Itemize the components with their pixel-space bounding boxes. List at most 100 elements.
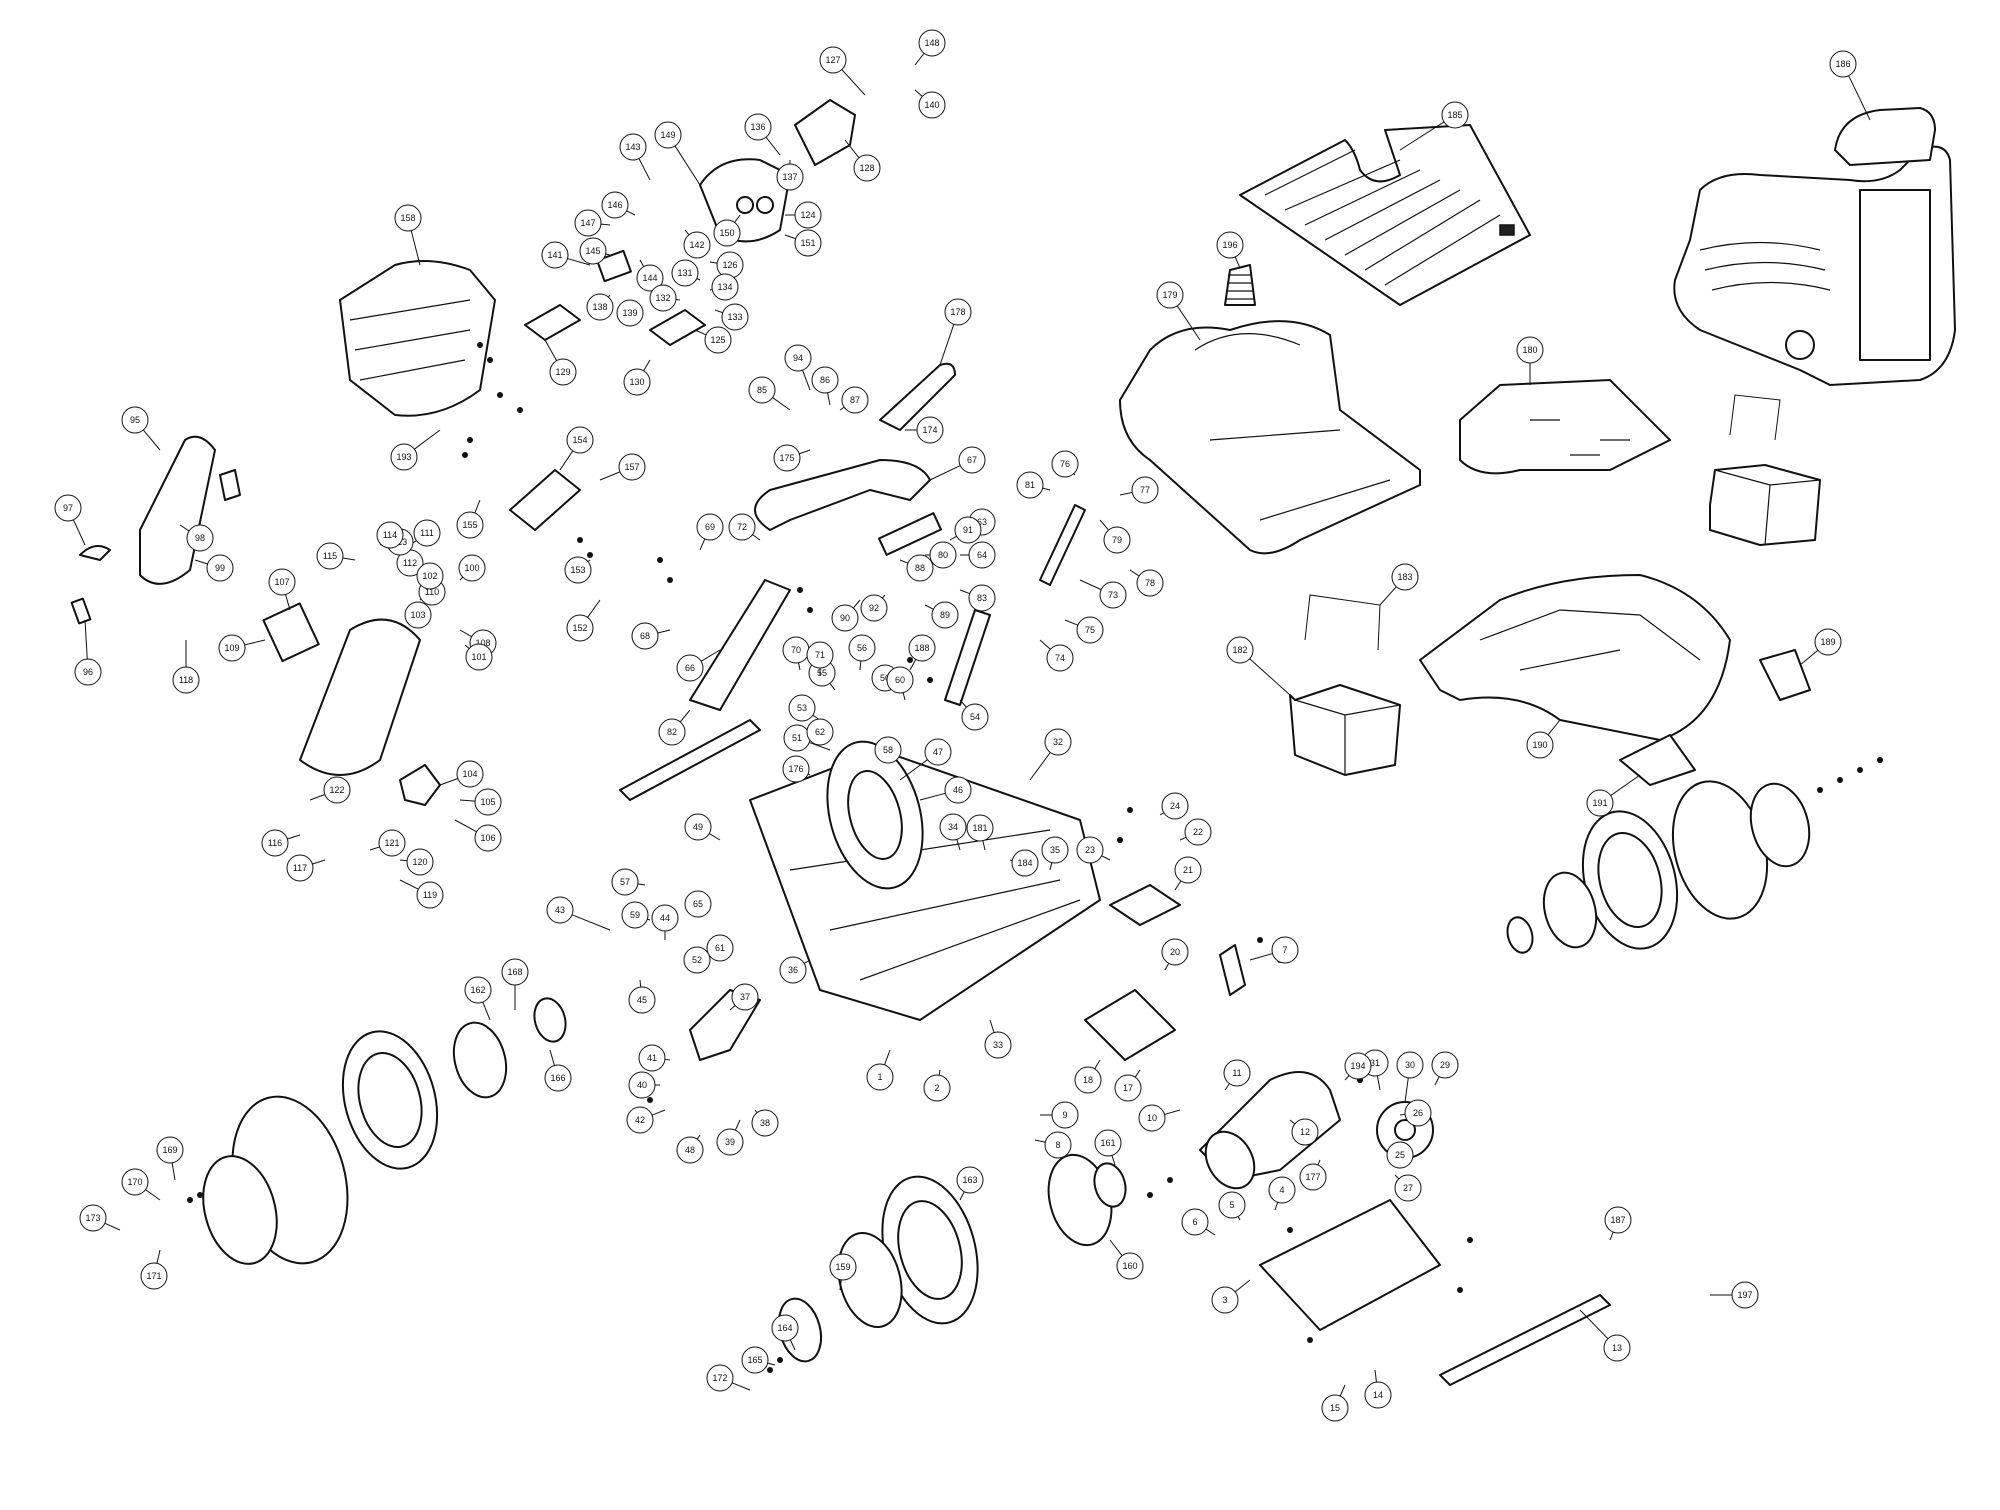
callout-39: 39 bbox=[716, 1119, 744, 1156]
callout-leader bbox=[765, 136, 781, 156]
callout-number: 117 bbox=[293, 863, 307, 873]
callout-leader bbox=[1174, 880, 1182, 891]
callout-leader bbox=[844, 139, 860, 159]
callout-circle bbox=[601, 191, 629, 219]
callout-circle bbox=[1516, 336, 1544, 364]
callout-circle bbox=[390, 443, 418, 471]
callout-circle bbox=[1441, 101, 1469, 129]
callout-leader bbox=[1111, 1155, 1116, 1166]
callout-leader bbox=[772, 397, 791, 411]
callout-number: 57 bbox=[620, 877, 630, 887]
callout-number: 124 bbox=[800, 210, 815, 220]
callout-leader bbox=[1547, 719, 1561, 736]
callout-number: 23 bbox=[1085, 845, 1095, 855]
callout-83: 83 bbox=[959, 584, 996, 612]
callout-122: 122 bbox=[309, 776, 351, 804]
callout-65: 65 bbox=[684, 890, 712, 918]
callout-circle bbox=[956, 1166, 984, 1194]
callout-number: 129 bbox=[555, 367, 570, 377]
callout-147: 147 bbox=[574, 209, 611, 237]
callout-number: 134 bbox=[717, 282, 732, 292]
callout-leader bbox=[949, 535, 957, 541]
callout-157: 157 bbox=[599, 453, 646, 481]
callout-126: 126 bbox=[709, 251, 744, 279]
callout-leader bbox=[544, 339, 558, 361]
callout-number: 52 bbox=[692, 955, 702, 965]
callout-circle bbox=[1044, 1131, 1072, 1159]
callout-circle bbox=[121, 406, 149, 434]
callout-69: 69 bbox=[696, 513, 724, 551]
callout-number: 185 bbox=[1447, 110, 1462, 120]
callout-191: 191 bbox=[1586, 774, 1641, 817]
callout-leader bbox=[664, 1058, 671, 1061]
callout-circle bbox=[782, 755, 810, 783]
display-module bbox=[596, 249, 632, 283]
callout-leader bbox=[637, 883, 646, 886]
floor-panel bbox=[1459, 379, 1671, 475]
callout-leader bbox=[684, 229, 690, 236]
rear-subframe bbox=[1259, 1199, 1441, 1331]
callout-number: 148 bbox=[924, 38, 939, 48]
callout-circle bbox=[616, 299, 644, 327]
callout-circle bbox=[1603, 1334, 1631, 1362]
callout-circle bbox=[1299, 1163, 1327, 1191]
callout-leader bbox=[1039, 639, 1051, 650]
callout-circle bbox=[623, 368, 651, 396]
callout-leader bbox=[171, 1162, 176, 1181]
side-bracket bbox=[1619, 734, 1696, 786]
callout-leader bbox=[1399, 1113, 1406, 1116]
callout-number: 103 bbox=[410, 610, 425, 620]
callout-number: 120 bbox=[412, 857, 427, 867]
callout-number: 191 bbox=[1592, 798, 1607, 808]
callout-number: 5 bbox=[1229, 1200, 1234, 1210]
callout-111: 111 bbox=[409, 519, 441, 547]
callout-151: 151 bbox=[784, 229, 822, 257]
callout-circle bbox=[794, 229, 822, 257]
callout-circle bbox=[1181, 1208, 1209, 1236]
callout-circle bbox=[404, 601, 432, 629]
callout-leader bbox=[142, 429, 161, 451]
callout-21: 21 bbox=[1174, 856, 1202, 891]
callout-circle bbox=[416, 562, 444, 590]
callout-leader bbox=[287, 834, 301, 840]
throttle-lever bbox=[879, 362, 956, 431]
callout-circle bbox=[779, 956, 807, 984]
callout-155: 155 bbox=[456, 499, 484, 539]
callout-circle bbox=[751, 1109, 779, 1137]
callout-197: 197 bbox=[1710, 1281, 1759, 1309]
callout-6: 6 bbox=[1181, 1208, 1216, 1236]
callout-leader bbox=[674, 145, 701, 186]
callout-circle bbox=[1404, 1099, 1432, 1127]
callout-circle bbox=[1344, 1052, 1372, 1080]
callout-104: 104 bbox=[439, 760, 484, 788]
callout-74: 74 bbox=[1039, 639, 1074, 672]
callout-circle bbox=[566, 426, 594, 454]
callout-leader bbox=[982, 840, 986, 851]
callout-92: 92 bbox=[860, 594, 888, 622]
callout-circle bbox=[1131, 476, 1159, 504]
callout-26: 26 bbox=[1399, 1099, 1432, 1127]
callout-leader bbox=[1237, 1216, 1241, 1221]
callout-circle bbox=[713, 219, 741, 247]
callout-circle bbox=[1396, 1051, 1424, 1079]
callout-leader bbox=[459, 799, 476, 802]
callout-161: 161 bbox=[1094, 1129, 1122, 1166]
callout-leader bbox=[694, 329, 707, 336]
callout-130: 130 bbox=[623, 359, 651, 396]
callout-90: 90 bbox=[831, 599, 861, 632]
callout-leader bbox=[809, 741, 831, 751]
callout-10: 10 bbox=[1138, 1104, 1181, 1132]
callout-number: 125 bbox=[710, 335, 725, 345]
callout-leader bbox=[956, 839, 961, 851]
callout-number: 115 bbox=[323, 551, 337, 561]
callout-185: 185 bbox=[1399, 101, 1469, 151]
callout-leader bbox=[1034, 1139, 1046, 1143]
callout-number: 159 bbox=[835, 1262, 850, 1272]
callout-number: 97 bbox=[63, 503, 73, 513]
callout-circle bbox=[966, 814, 994, 842]
callout-number: 34 bbox=[948, 822, 958, 832]
callout-leader bbox=[914, 52, 925, 66]
callout-leader bbox=[959, 1191, 965, 1201]
callout-circle bbox=[456, 760, 484, 788]
callout-number: 183 bbox=[1397, 572, 1412, 582]
